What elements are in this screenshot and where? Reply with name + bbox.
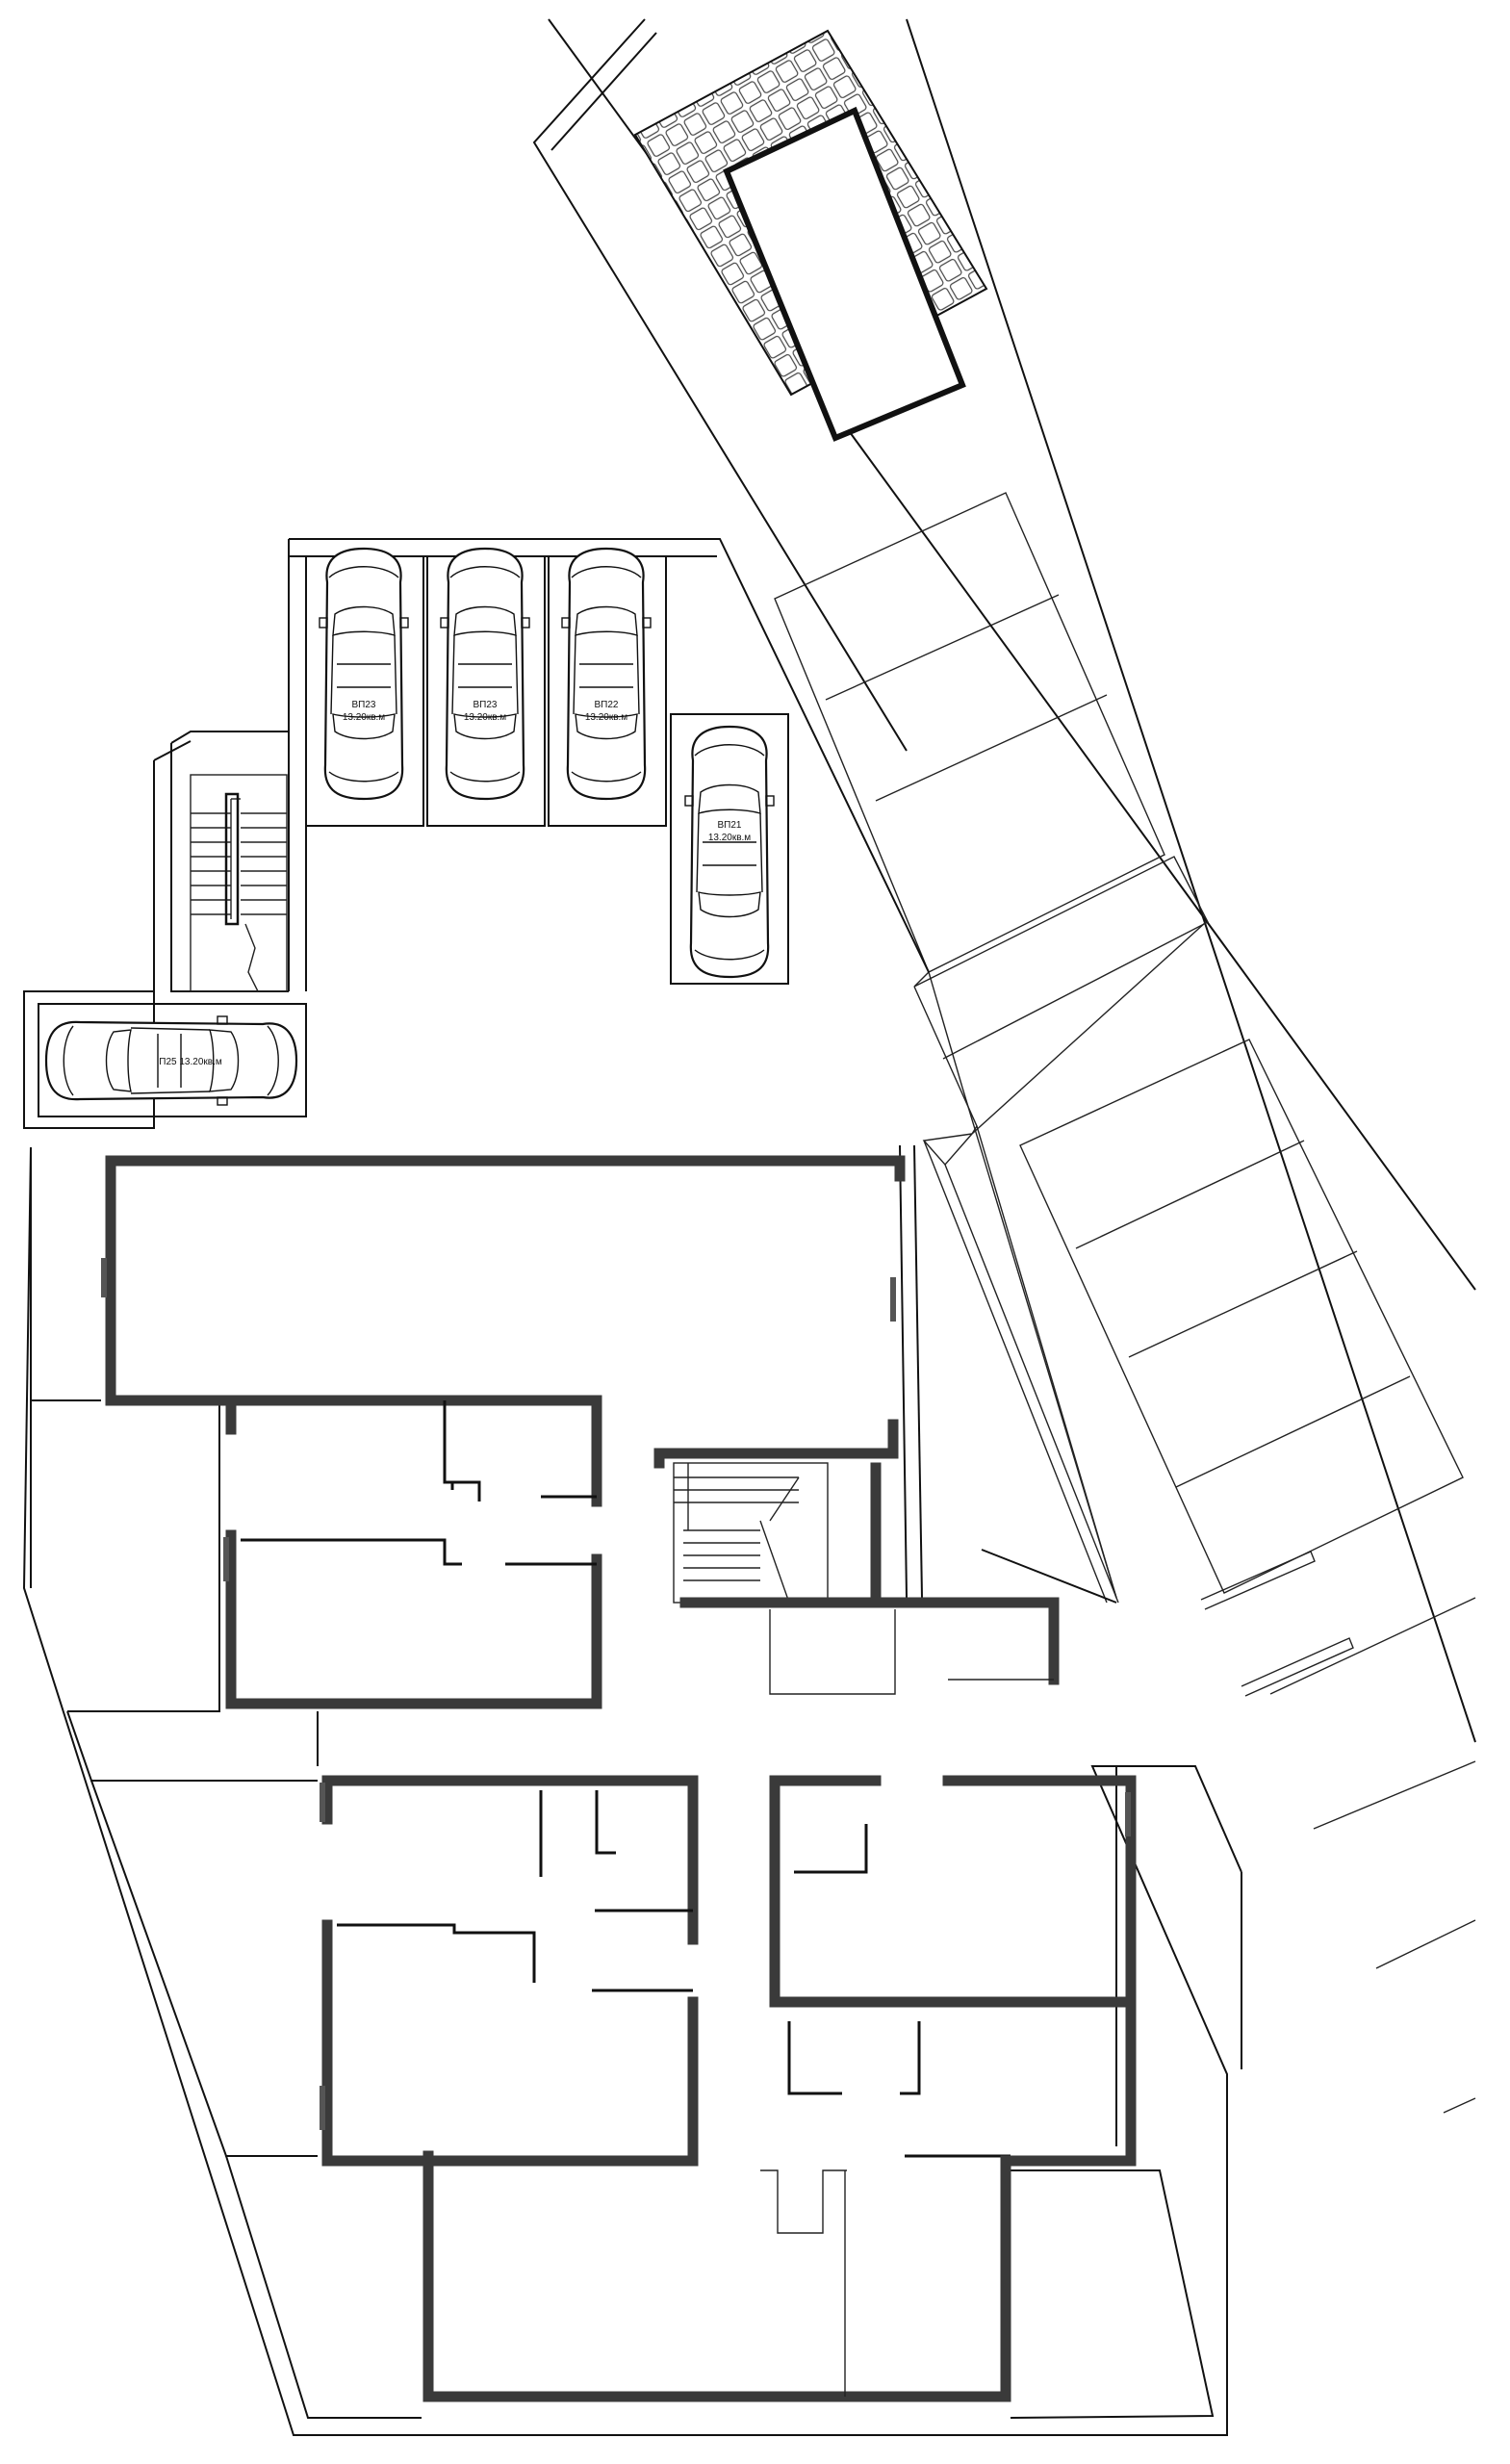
spot-1-code: ВП23 [352, 700, 376, 710]
spot-1-area: 13.20кв.м [343, 712, 385, 723]
parking-courtyard [23, 538, 930, 1129]
parking-bay-2[interactable]: ВП23 13.20кв.м [426, 547, 546, 827]
pool [723, 106, 966, 442]
street-parking-lower [1019, 1039, 1476, 2114]
parking-bay-3[interactable]: ВП22 13.20кв.м [548, 547, 667, 827]
car-icon [318, 547, 410, 801]
spot-4-area: 13.20кв.м [708, 833, 751, 843]
spot-5-label: П25 13.20кв.м [159, 1057, 222, 1067]
spot-2-area: 13.20кв.м [464, 712, 506, 723]
street-edges [532, 18, 1476, 1743]
parking-bay-5[interactable]: П25 13.20кв.м [44, 1014, 298, 1107]
parking-bay-4[interactable]: ВП21 13.20кв.м [670, 713, 789, 985]
spot-3-code: ВП22 [595, 700, 619, 710]
ramp [913, 921, 1207, 1604]
pool-area [633, 29, 988, 442]
spot-2-code: ВП23 [473, 700, 498, 710]
street-parking-upper [774, 492, 1209, 1060]
parking-bay-1[interactable]: ВП23 13.20кв.м [305, 547, 424, 827]
car-icon [439, 547, 531, 801]
car-icon [683, 725, 776, 979]
spot-3-area: 13.20кв.м [585, 712, 627, 723]
site-boundary [22, 1144, 1242, 2436]
spot-4-code: ВП21 [718, 820, 742, 831]
car-icon [560, 547, 653, 801]
building-walls [101, 1155, 1137, 2402]
stair-upper [190, 774, 288, 992]
